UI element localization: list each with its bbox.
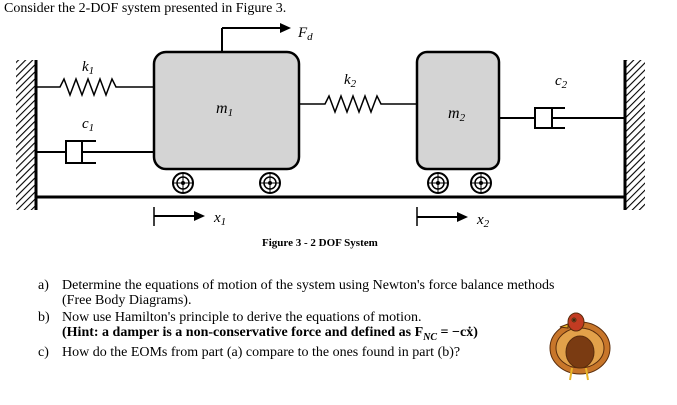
hint-text: (Hint: a damper is a non-conservative fo… xyxy=(62,325,478,343)
label-force: Fd xyxy=(297,25,313,43)
mass-1 xyxy=(152,50,301,171)
question-text: Now use Hamilton's principle to derive t… xyxy=(62,310,422,325)
label-c2: c2 xyxy=(555,73,568,91)
label-k1: k1 xyxy=(82,59,94,77)
wheel-icon xyxy=(470,172,492,194)
mass-2 xyxy=(415,50,501,171)
wheel-icon xyxy=(259,172,281,194)
wheel-icon xyxy=(172,172,194,194)
label-c1: c1 xyxy=(82,116,94,134)
right-wall xyxy=(625,60,645,210)
question-label: b) xyxy=(38,310,50,325)
wheel-icon xyxy=(427,172,449,194)
x2-arrow xyxy=(416,207,468,226)
figure-caption: Figure 3 - 2 DOF System xyxy=(262,237,378,249)
label-m2: m2 xyxy=(448,105,466,124)
intro-text: Consider the 2-DOF system presented in F… xyxy=(4,1,287,16)
label-k2: k2 xyxy=(344,72,357,90)
question-text: Determine the equations of motion of the… xyxy=(62,278,555,293)
left-wall xyxy=(16,60,36,210)
question-c: c) How do the EOMs from part (a) compare… xyxy=(36,345,636,360)
turkey-icon xyxy=(549,312,611,381)
label-x2: x2 xyxy=(476,212,490,230)
question-text: How do the EOMs from part (a) compare to… xyxy=(62,344,461,360)
question-text: (Free Body Diagrams). xyxy=(62,293,192,308)
two-dof-figure: Fd k1 c1 m1 k2 m2 c2 x1 x2 xyxy=(16,23,645,230)
spring-k1 xyxy=(36,76,154,98)
label-m1: m1 xyxy=(216,100,233,119)
force-arrow xyxy=(221,23,291,52)
label-x1: x1 xyxy=(213,210,226,228)
damper-c1 xyxy=(36,140,154,164)
question-list: a) Determine the equations of motion of … xyxy=(36,278,636,360)
damper-c2 xyxy=(499,107,625,129)
question-a: a) Determine the equations of motion of … xyxy=(36,278,636,308)
x1-arrow xyxy=(153,207,205,226)
question-b: b) Now use Hamilton's principle to deriv… xyxy=(36,310,636,345)
question-label: c) xyxy=(38,344,49,360)
question-label: a) xyxy=(38,278,49,293)
spring-k2 xyxy=(299,93,417,115)
